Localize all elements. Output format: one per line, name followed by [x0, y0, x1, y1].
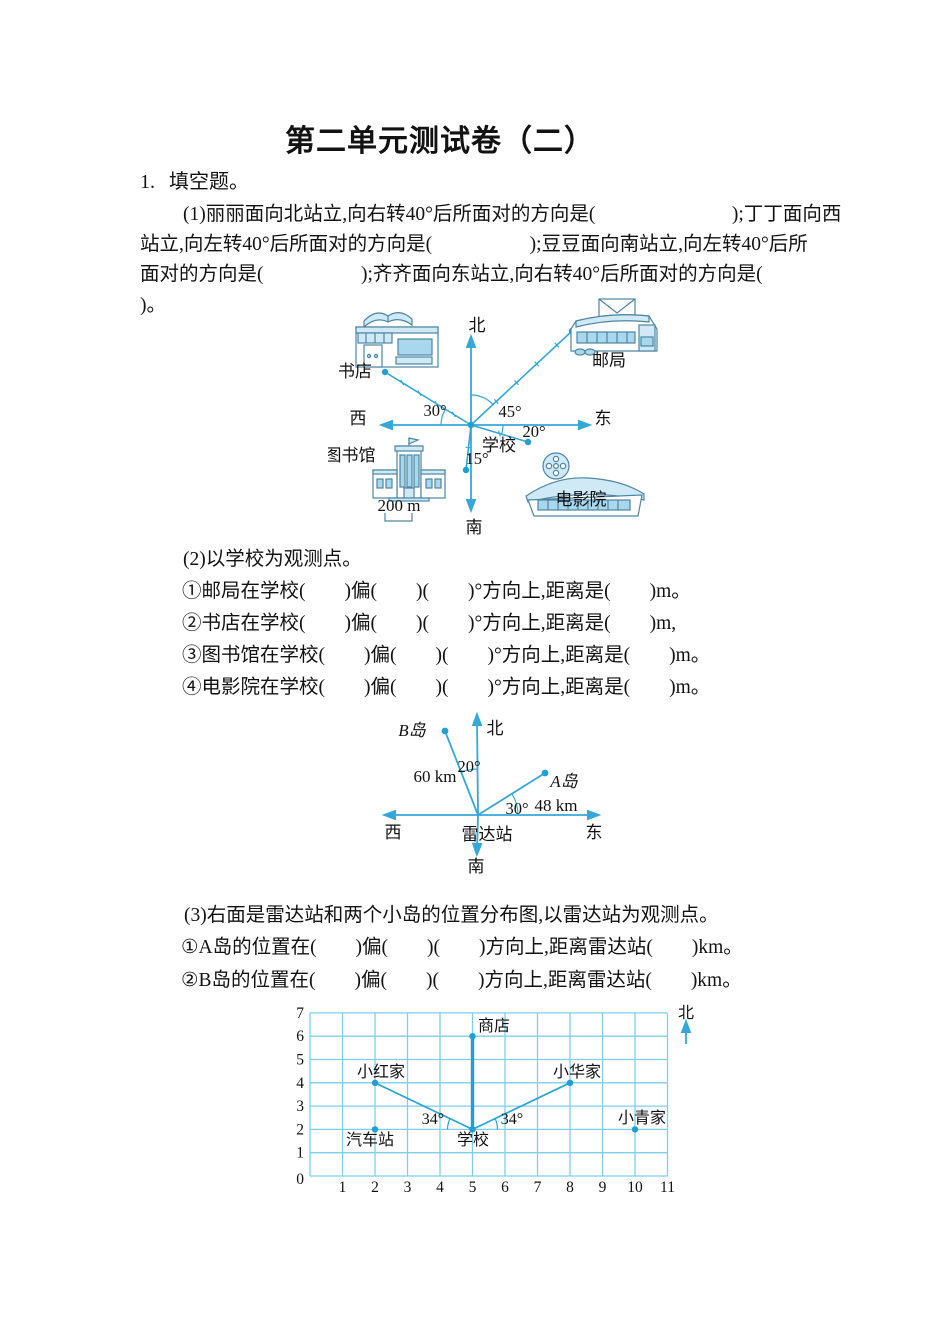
fill-blank-line-1: (1)丽丽面向北站立,向右转40°后所面对的方向是( );丁丁面向西 — [183, 204, 842, 225]
cinema-icon — [525, 452, 645, 517]
post-office-label: 邮局 — [592, 351, 626, 370]
radar-map-figure: 北 南 西 东 雷达站 B岛 A岛 60 km 48 km 20° 30° — [381, 711, 603, 876]
west-label: 西 — [350, 409, 367, 428]
fill-blank-line-3: 面对的方向是( );齐齐面向东站立,向右转40°后所面对的方向是( — [140, 264, 763, 285]
distance-a-label: 48 km — [535, 796, 578, 815]
island-a-label: A岛 — [549, 772, 578, 791]
library-label: 图书馆 — [328, 446, 376, 465]
bookstore-icon — [355, 312, 439, 368]
part2-item-4: ④电影院在学校( )偏( )( )°方向上,距离是( )m。 — [182, 677, 711, 698]
y-axis-label-6: 6 — [296, 1028, 304, 1045]
part2-intro: (2)以学校为观测点。 — [183, 549, 362, 570]
part3-item-1: ①A岛的位置在( )偏( )( )方向上,距离雷达站( )km。 — [181, 937, 743, 958]
fill-blank-line-4: )。 — [140, 295, 166, 316]
cinema-label: 电影院 — [556, 490, 607, 509]
radar-station-label: 雷达站 — [462, 825, 513, 844]
x-axis-label-10: 10 — [627, 1179, 643, 1196]
x-axis-label-9: 9 — [599, 1179, 607, 1196]
distance-b-label: 60 km — [414, 767, 457, 786]
south-label: 南 — [466, 518, 483, 537]
grid-map-figure: 北 商店 小红家 小华家 汽车站 学校 小青家 34° 34° 0 1 2 3 … — [296, 1004, 694, 1196]
island-dots — [441, 727, 549, 777]
part2-item-3: ③图书馆在学校( )偏( )( )°方向上,距离是( )m。 — [182, 645, 711, 666]
x-axis-label-4: 4 — [436, 1179, 444, 1196]
south-label: 南 — [468, 857, 485, 876]
island-a-ray — [477, 772, 546, 816]
grid-lines — [309, 1012, 669, 1177]
scale-label: 200 m — [378, 496, 421, 515]
part3-item-2: ②B岛的位置在( )偏( )( )方向上,距离雷达站( )km。 — [181, 970, 742, 991]
x-axis-label-5: 5 — [469, 1179, 477, 1196]
y-axis-label-5: 5 — [296, 1052, 304, 1069]
scale-bracket — [384, 513, 413, 522]
angle-20-label: 20° — [522, 422, 545, 441]
angle-15-label: 15° — [465, 449, 488, 468]
north-label: 北 — [469, 316, 486, 335]
post-office-icon — [570, 298, 658, 356]
east-label: 东 — [595, 409, 612, 428]
north-label: 北 — [678, 1004, 694, 1022]
question-1-heading: 1. 填空题。 — [140, 165, 249, 194]
ray-tick-marks — [400, 342, 560, 449]
angle-arcs — [460, 768, 519, 816]
question-heading-label: 填空题。 — [169, 171, 249, 193]
angle-a-label: 30° — [505, 799, 528, 818]
x-axis-label-7: 7 — [534, 1179, 542, 1196]
island-b-ray — [444, 730, 479, 816]
question-number: 1. — [140, 171, 155, 193]
angle-arcs — [440, 394, 504, 456]
compass-axes — [381, 711, 602, 858]
angle-b-label: 20° — [457, 757, 480, 776]
bookstore-label: 书店 — [338, 362, 372, 381]
post-office-ray — [470, 330, 573, 426]
angle-30-label: 30° — [423, 401, 446, 420]
y-axis-label-3: 3 — [296, 1098, 304, 1115]
school-map-figure: 北 南 西 东 学校 书店 邮局 图书馆 电影院 200 m 30° 45° 2… — [328, 298, 658, 537]
school-label: 学校 — [482, 436, 516, 455]
fill-blank-line-2: 站立,向左转40°后所面对的方向是( );豆豆面向南站立,向左转40°后所 — [140, 234, 808, 255]
angle-45-label: 45° — [498, 402, 521, 421]
place-dots — [371, 1033, 639, 1133]
east-label: 东 — [586, 823, 603, 842]
xiaohua-home-label: 小华家 — [553, 1063, 601, 1081]
library-icon — [372, 437, 446, 502]
x-axis-label-8: 8 — [566, 1179, 574, 1196]
compass-axes — [378, 333, 593, 514]
y-axis-label-0: 0 — [296, 1171, 304, 1188]
west-label: 西 — [385, 823, 402, 842]
x-axis-label-1: 1 — [339, 1179, 347, 1196]
xiaoqing-home-label: 小青家 — [618, 1109, 666, 1127]
angle-left-label: 34° — [422, 1111, 444, 1128]
school-xiaohong-line — [374, 1082, 473, 1131]
school-label: 学校 — [457, 1131, 489, 1149]
island-b-label: B岛 — [398, 721, 426, 740]
bookstore-ray — [384, 371, 472, 426]
xiaohong-home-label: 小红家 — [357, 1063, 405, 1081]
x-axis-label-6: 6 — [501, 1179, 509, 1196]
y-axis-label-7: 7 — [296, 1005, 304, 1022]
bus-station-label: 汽车站 — [346, 1131, 394, 1149]
shop-label: 商店 — [478, 1017, 510, 1035]
part2-item-1: ①邮局在学校( )偏( )( )°方向上,距离是( )m。 — [182, 581, 691, 602]
x-axis-label-11: 11 — [660, 1179, 675, 1196]
north-label: 北 — [487, 719, 504, 738]
y-axis-label-2: 2 — [296, 1121, 304, 1138]
school-xiaohua-line — [472, 1082, 571, 1131]
x-axis-label-3: 3 — [404, 1179, 412, 1196]
part2-item-2: ②书店在学校( )偏( )( )°方向上,距离是( )m, — [182, 613, 677, 634]
angle-right-label: 34° — [501, 1111, 523, 1128]
page-title: 第二单元测试卷（二） — [285, 125, 595, 158]
x-axis-label-2: 2 — [371, 1179, 379, 1196]
angle-arcs — [446, 1118, 499, 1130]
part3-intro: (3)右面是雷达站和两个小岛的位置分布图,以雷达站为观测点。 — [184, 905, 719, 926]
y-axis-label-1: 1 — [296, 1145, 304, 1162]
y-axis-label-4: 4 — [296, 1075, 304, 1092]
